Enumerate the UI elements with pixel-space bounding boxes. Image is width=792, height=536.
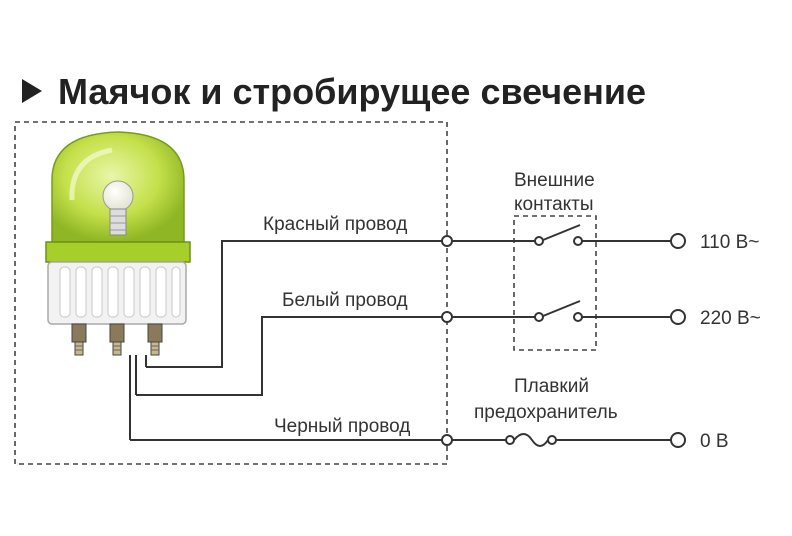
terminal-110 xyxy=(670,233,686,249)
fuse-symbol xyxy=(452,433,671,447)
white-wire-label: Белый провод xyxy=(282,290,408,311)
external-contacts-box xyxy=(513,215,597,351)
voltage-110-label: 110 В~ xyxy=(700,232,759,253)
switch-110 xyxy=(452,224,671,246)
voltage-220-label: 220 В~ xyxy=(700,308,761,329)
terminal-0v xyxy=(670,432,686,448)
boundary-terminal-red xyxy=(441,235,453,247)
black-wire-label: Черный провод xyxy=(274,416,410,437)
lamp-lead-wires xyxy=(129,355,147,440)
white-wire xyxy=(136,316,447,396)
voltage-0-label: 0 В xyxy=(700,431,729,452)
red-wire-label: Красный провод xyxy=(263,214,407,235)
terminal-screw-middle xyxy=(109,323,125,356)
terminal-screw-left xyxy=(71,323,87,356)
page-title: Маячок и стробирущее свечение xyxy=(58,71,646,112)
device-boundary xyxy=(14,121,448,465)
boundary-terminal-black xyxy=(441,434,453,446)
fuse-label-line1: Плавкий xyxy=(514,376,589,397)
fuse-label-line2: предохранитель xyxy=(474,402,618,423)
boundary-terminal-white xyxy=(441,311,453,323)
external-contacts-label-line2: контакты xyxy=(514,194,594,215)
terminal-220 xyxy=(670,309,686,325)
red-wire xyxy=(146,240,447,368)
switch-220 xyxy=(452,300,671,322)
play-triangle-icon xyxy=(22,79,42,103)
external-contacts-label-line1: Внешние xyxy=(514,170,595,191)
beacon-lamp-icon xyxy=(45,131,191,356)
terminal-screw-right xyxy=(147,323,163,356)
